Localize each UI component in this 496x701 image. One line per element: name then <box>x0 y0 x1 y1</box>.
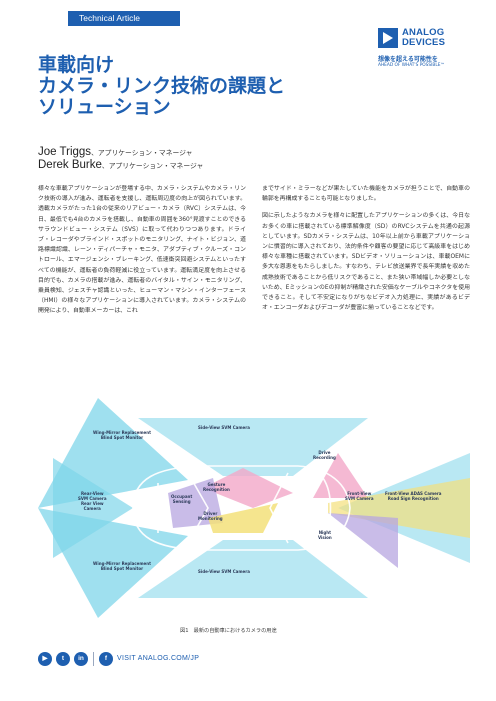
occupant-cone <box>168 478 223 528</box>
author-name: Derek Burke <box>38 159 102 171</box>
gesture-cone <box>203 468 293 508</box>
logo-tagline-jp: 想像を超える可能性を <box>378 56 438 63</box>
author-2: Derek Burke、アプリケーション・マネージャ <box>38 159 203 172</box>
label-side-view-bottom: Side-View SVM Camera <box>198 569 250 574</box>
body-column-right: までサイド・ミラーなどが果たしていた機能をカメラが担うことで、自動車の輪郭を再構… <box>262 184 470 320</box>
body-paragraph: までサイド・ミラーなどが果たしていた機能をカメラが担うことで、自動車の輪郭を再構… <box>262 186 470 203</box>
divider <box>93 652 94 666</box>
linkedin-icon[interactable]: in <box>74 652 88 666</box>
logo-wordmark: ANALOG DEVICES <box>402 28 445 48</box>
side-view-cone-bottom <box>138 540 368 598</box>
youtube-icon[interactable]: ▶ <box>38 652 52 666</box>
social-links: ▶ t in f <box>38 652 113 666</box>
car-outline <box>132 465 351 551</box>
author-name: Joe Triggs <box>38 146 92 158</box>
label-side-view-top: Side-View SVM Camera <box>198 425 250 430</box>
body-paragraph: 図に示したようなカメラを様々に配置したアプリケーションの多くは、今日なお多くの車… <box>262 213 470 312</box>
author-1: Joe Triggs、アプリケーション・マネージャ <box>38 146 203 159</box>
front-adas-cone <box>328 478 470 538</box>
author-role: 、アプリケーション・マネージャ <box>101 162 204 170</box>
body-paragraph: 様々な車載アプリケーションが登場する中、カメラ・システムやカメラ・リンク技術の導… <box>38 186 246 315</box>
side-view-cone-top <box>138 418 368 476</box>
twitter-icon[interactable]: t <box>56 652 70 666</box>
analog-devices-triangle-icon <box>378 28 398 48</box>
author-list: Joe Triggs、アプリケーション・マネージャ Derek Burke、アプ… <box>38 146 203 172</box>
facebook-icon[interactable]: f <box>99 652 113 666</box>
rear-view-cone <box>53 458 133 558</box>
article-type-label: Technical Article <box>79 13 140 23</box>
title-line-2: カメラ・リンク技術の課題と <box>38 75 286 97</box>
title-line-3: ソリューション <box>38 96 171 118</box>
logo-line-2: DEVICES <box>402 37 446 48</box>
body-column-left: 様々な車載アプリケーションが登場する中、カメラ・システムやカメラ・リンク技術の導… <box>38 184 246 324</box>
figure-caption: 図1 最新の自動車におけるカメラの用途 <box>180 628 277 634</box>
night-vision-cone <box>328 513 398 568</box>
logo-tagline-en: AHEAD OF WHAT'S POSSIBLE™ <box>378 63 445 68</box>
logo-line-1: ANALOG <box>402 27 445 38</box>
visit-website-link[interactable]: VISIT ANALOG.COM/JP <box>117 655 200 662</box>
driver-monitoring-cone <box>208 503 278 533</box>
author-role: 、アプリケーション・マネージャ <box>91 149 193 157</box>
article-type-banner: Technical Article <box>68 11 180 26</box>
page-title: 車載向け カメラ・リンク技術の課題と ソリューション <box>38 55 338 118</box>
title-line-1: 車載向け <box>38 54 115 76</box>
camera-diagram <box>38 398 470 618</box>
